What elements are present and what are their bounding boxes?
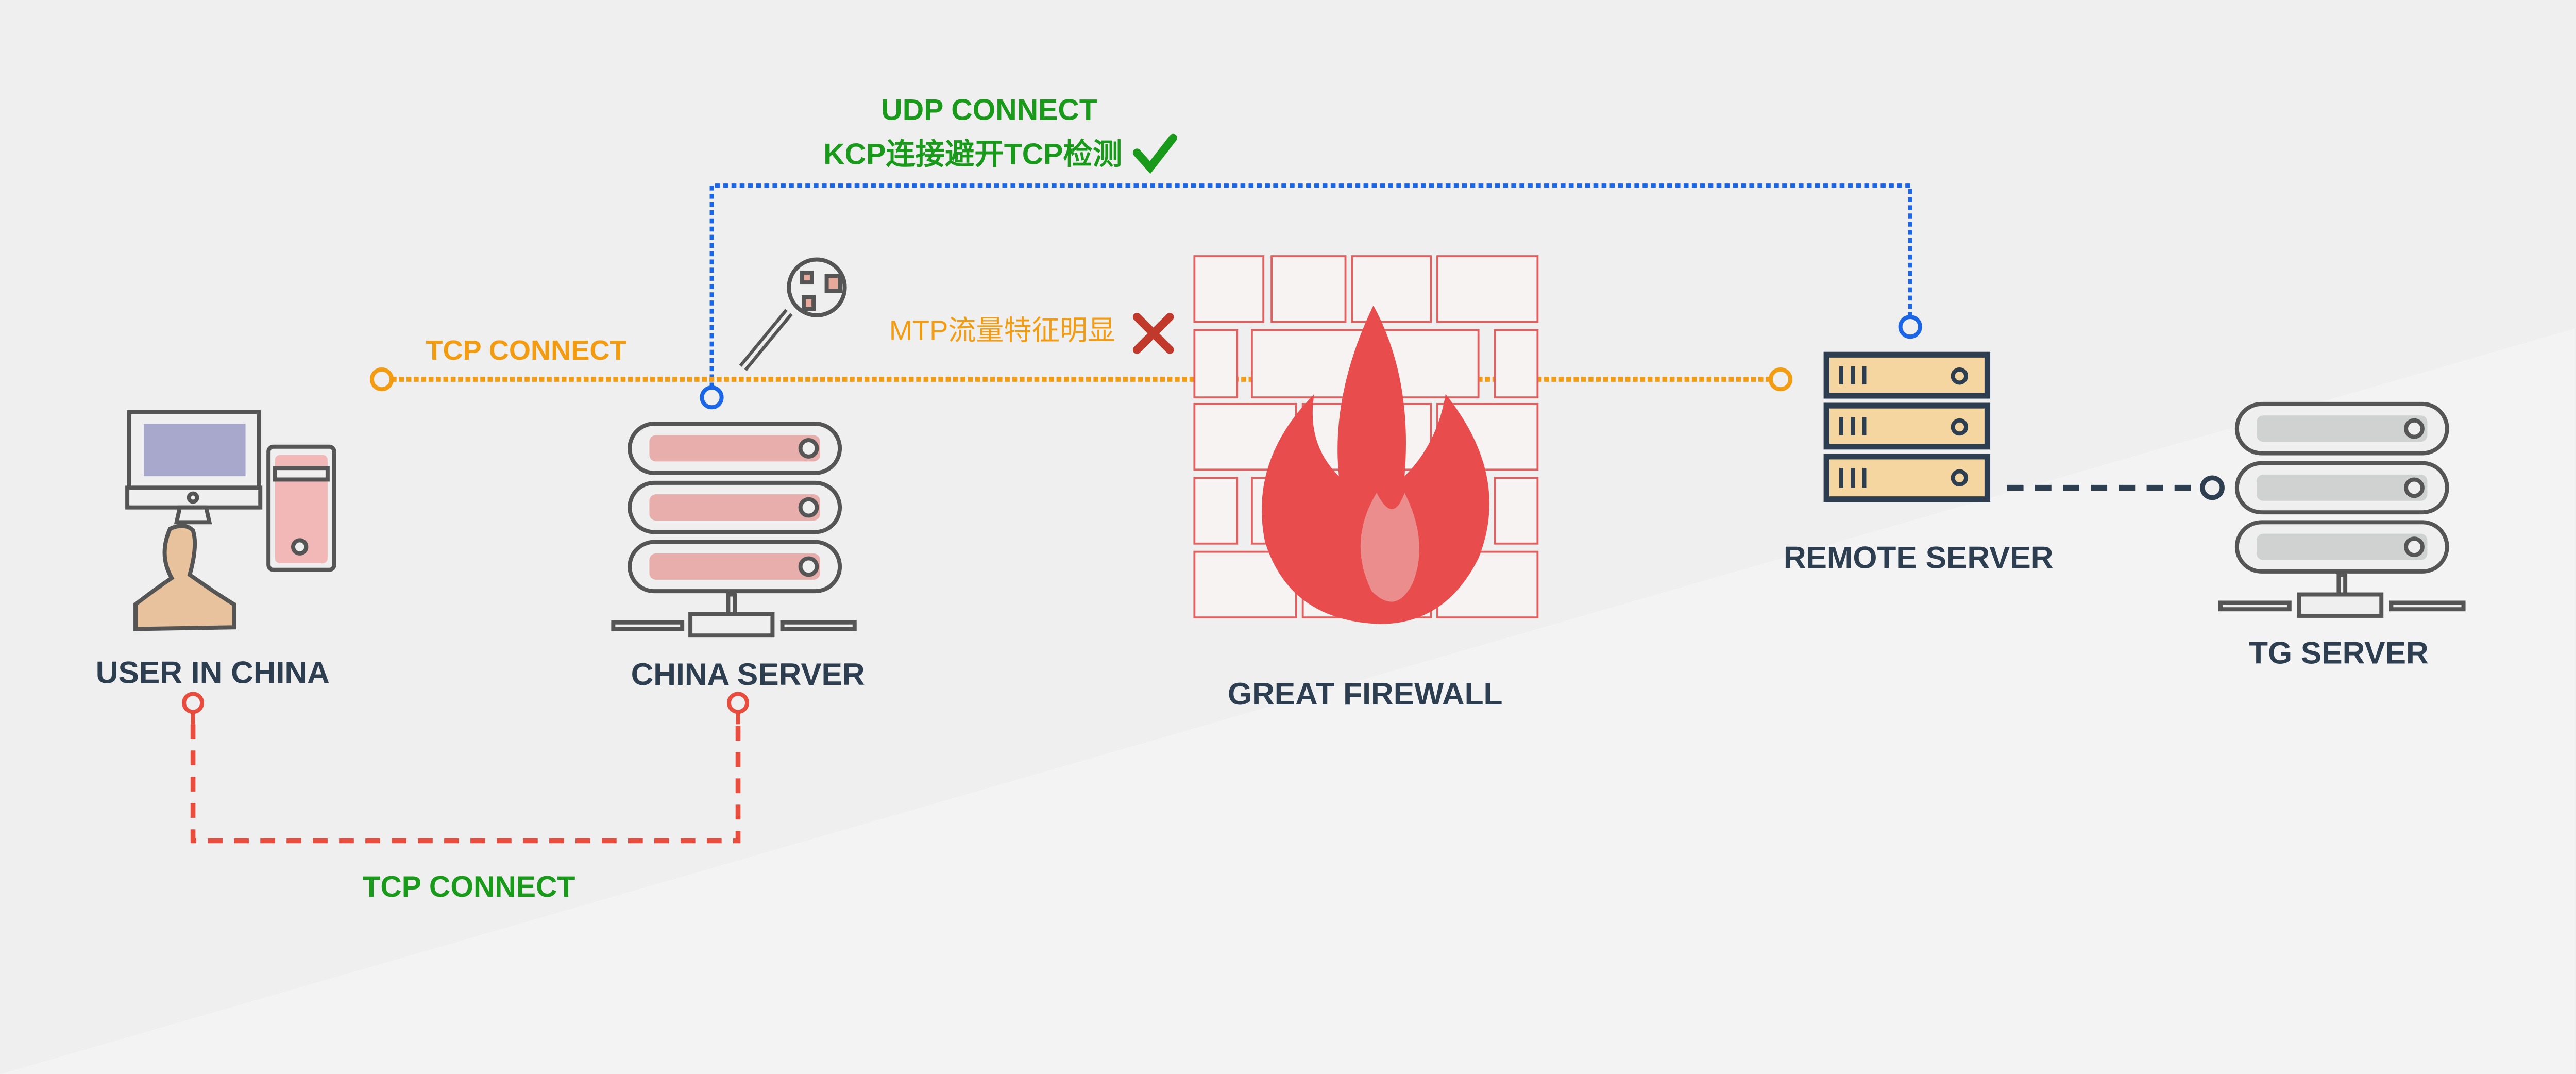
remote-server-icon: [1823, 351, 1991, 502]
remote-server-label: REMOTE SERVER: [1784, 540, 2054, 575]
kcp-note-label: KCP连接避开TCP检测: [823, 138, 1122, 171]
tcp-connect-bottom-label: TCP CONNECT: [362, 870, 575, 903]
magnifier-icon: [739, 257, 847, 371]
tcp-connect-top-label: TCP CONNECT: [426, 335, 626, 366]
udp-endpoint-china: [700, 385, 724, 410]
great-firewall-label: GREAT FIREWALL: [1228, 676, 1503, 711]
tg-server-icon: [2218, 401, 2466, 618]
flame-icon: [1262, 305, 1489, 624]
background-shade: [1, 328, 2575, 1074]
tcp-connection-bottom: [182, 692, 750, 844]
mtp-note-label: MTP流量特征明显: [889, 315, 1115, 346]
udp-connect-label: UDP CONNECT: [881, 94, 1097, 127]
check-icon: [1132, 133, 1177, 174]
cross-icon: [1132, 313, 1174, 354]
user-computer-icon: [125, 410, 336, 631]
tcp-connection-top: [369, 367, 1793, 392]
china-server-label: CHINA SERVER: [631, 657, 865, 692]
china-server-icon: [611, 422, 857, 638]
udp-connection: [700, 183, 1922, 410]
udp-endpoint-remote: [1898, 315, 1922, 339]
tg-server-label: TG SERVER: [2249, 635, 2429, 670]
user-in-china-label: USER IN CHINA: [96, 655, 330, 690]
remote-tg-connection: [2007, 475, 2225, 500]
